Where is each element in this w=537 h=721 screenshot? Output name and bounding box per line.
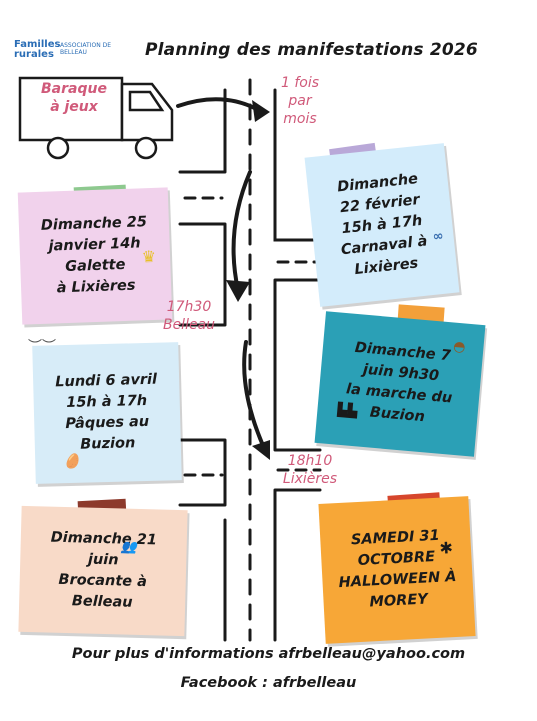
spider-icon: ✱ (439, 538, 454, 558)
bunny-ears-icon: ︶︶ (28, 339, 56, 355)
event-line: juin (87, 551, 119, 569)
mask-icon: ∞ (431, 228, 445, 245)
people-icon: 👥 (120, 539, 138, 555)
boots-icon: ▙▙ (336, 402, 359, 420)
crown-icon: ♛ (141, 246, 157, 267)
event-line: Brocante à (58, 571, 148, 591)
event-note-halloween: SAMEDI 31 OCTOBRE HALLOWEEN À MOREY ✱ (318, 496, 476, 644)
time-label-line2: Belleau (162, 317, 216, 333)
frequency-label: 1 fois par mois (272, 74, 328, 128)
frequency-line3: mois (283, 111, 317, 127)
event-line: Pâques au (65, 413, 150, 433)
truck-icon (18, 76, 174, 160)
event-line: Belleau (71, 593, 133, 611)
truck-label-line1: Baraque (41, 81, 107, 97)
event-line: à Lixières (56, 277, 136, 297)
event-note-marche: Dimanche 7 juin 9h30 la marche du Buzion… (314, 311, 486, 457)
time-label-line2: Lixières (282, 471, 338, 487)
frequency-line1: 1 fois (280, 75, 320, 91)
hat-icon: ◓ (452, 338, 467, 356)
time-label-belleau: 17h30 Belleau (155, 298, 223, 334)
time-label-line1: 18h10 (287, 453, 333, 469)
event-line: Dimanche 21 (50, 529, 158, 549)
time-label-lixieres: 18h10 Lixières (280, 452, 340, 488)
event-line: Lundi 6 avril (55, 371, 158, 391)
event-note-brocante: Dimanche 21 juin Brocante à Belleau 👥 (18, 505, 188, 637)
association-logo: Familles rurales ASSOCIATION DE BELLEAU (14, 38, 114, 66)
time-label-line1: 17h30 (166, 299, 212, 315)
footer-facebook: Facebook : afrbelleau (180, 675, 357, 691)
event-note-paques: Lundi 6 avril 15h à 17h Pâques au Buzion… (32, 342, 182, 484)
event-note-galette: Dimanche 25 janvier 14h Galette à Lixièr… (17, 187, 173, 325)
event-line: 15h à 17h (66, 392, 148, 412)
event-note-carnaval: Dimanche 22 février 15h à 17h Carnaval à… (304, 143, 460, 307)
logo-association: ASSOCIATION DE BELLEAU (60, 42, 112, 56)
frequency-line2: par (288, 93, 312, 109)
truck-label: Baraque à jeux (34, 80, 114, 116)
footer-info: Pour plus d'informations afrbelleau@yaho… (71, 646, 466, 662)
truck-label-line2: à jeux (50, 99, 98, 115)
event-line: janvier 14h (48, 235, 141, 255)
page-title: Planning des manifestations 2026 (145, 40, 478, 60)
easter-egg-icon: 🥚 (63, 453, 81, 471)
logo-brand: Familles rurales (14, 39, 61, 60)
